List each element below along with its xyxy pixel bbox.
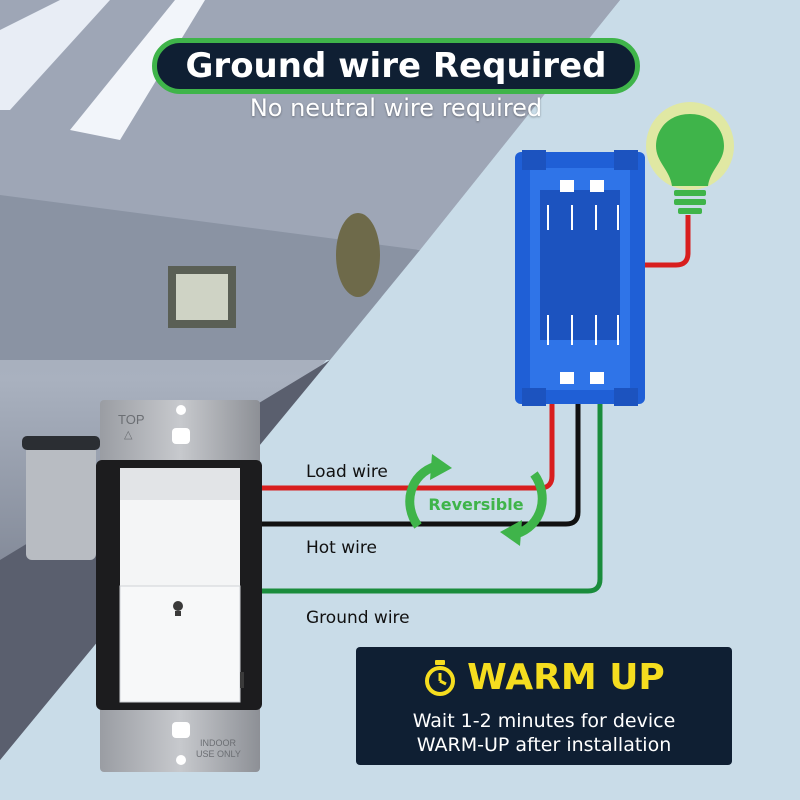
- page-title: Ground wire Required: [152, 38, 640, 94]
- bulb-wire: [640, 215, 691, 268]
- light-bulb-icon: [646, 102, 734, 214]
- trash-can: [26, 440, 96, 560]
- warm-up-title: WARM UP: [467, 657, 665, 698]
- warm-up-panel: WARM UP Wait 1-2 minutes for device WARM…: [356, 647, 732, 765]
- warm-up-line-2: WARM-UP after installation: [416, 734, 672, 756]
- plate-use-only-label: USE ONLY: [196, 749, 241, 759]
- warm-up-text: Wait 1-2 minutes for device WARM-UP afte…: [356, 709, 732, 757]
- ground-wire: [258, 190, 603, 594]
- ceiling-light-1: [0, 0, 110, 110]
- ground-wire-label: Ground wire: [306, 608, 410, 628]
- plate-top-label: TOP: [118, 412, 145, 427]
- load-wire-label: Load wire: [306, 462, 388, 482]
- triangle-icon: △: [124, 429, 133, 441]
- hot-wire-label: Hot wire: [306, 538, 377, 558]
- hot-wire: [258, 190, 581, 527]
- wall-picture: [176, 274, 228, 320]
- page-subtitle: No neutral wire required: [249, 94, 543, 122]
- vase: [336, 213, 380, 297]
- plate-indoor-label: INDOOR: [200, 738, 236, 748]
- ceiling-light-2: [70, 0, 205, 140]
- reversible-label: Reversible: [428, 495, 524, 514]
- warm-up-line-1: Wait 1-2 minutes for device: [412, 710, 676, 732]
- stopwatch-icon: [425, 659, 456, 696]
- reversible-arrows-icon: [405, 454, 547, 546]
- warm-up-heading: WARM UP: [356, 657, 732, 698]
